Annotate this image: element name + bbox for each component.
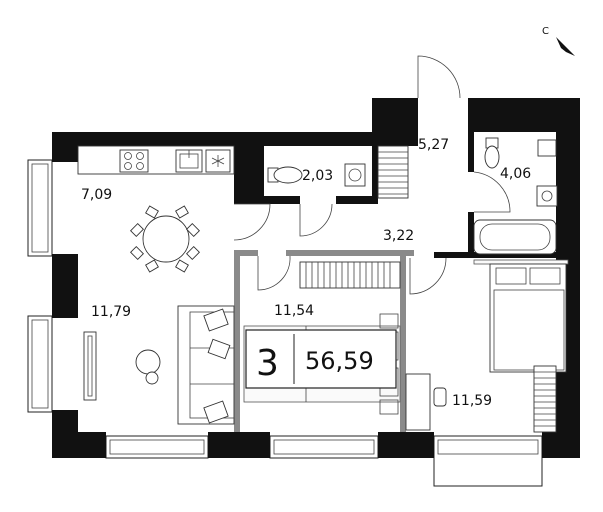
bathtub-icon (473, 219, 557, 255)
sofa-icon (177, 305, 235, 425)
window-bedroom1 (269, 435, 379, 459)
dining-table-icon (129, 205, 201, 273)
desk-icon (405, 373, 447, 431)
room-area-living: 11,79 (91, 304, 131, 320)
kitchen-counter (77, 145, 235, 175)
window-living (27, 315, 53, 413)
room-area-hall: 3,22 (383, 228, 414, 244)
sink-icon (175, 149, 203, 173)
stove-icon (119, 149, 149, 173)
door-swing-icon (233, 55, 511, 295)
apartment-summary: 3 56,59 (245, 329, 397, 389)
lamp-icon (135, 349, 161, 385)
wardrobe-icon (299, 261, 401, 289)
sink-icon (344, 163, 366, 187)
sink-icon (536, 139, 558, 207)
room-labels: 7,09 11,79 2,03 5,27 4,06 3,22 11,54 11,… (81, 137, 531, 409)
radiator-icon (377, 145, 409, 199)
total-area: 56,59 (305, 347, 374, 375)
compass-arrow-icon (556, 37, 575, 56)
toilet-icon (267, 166, 303, 184)
exterior-walls (52, 98, 580, 458)
room-area-wc: 2,03 (302, 168, 333, 184)
room-area-bedroom1: 11,54 (274, 303, 314, 319)
tv-icon (83, 331, 97, 401)
window-living-bottom (105, 435, 209, 459)
compass-label: С (542, 26, 549, 37)
toilet-icon (484, 137, 500, 169)
window-kitchen (27, 159, 53, 257)
room-area-kitchen: 7,09 (81, 187, 112, 203)
fridge-snowflake-icon (205, 149, 231, 173)
room-area-entry: 5,27 (418, 137, 449, 153)
compass: С (542, 26, 575, 56)
interior-walls (234, 132, 556, 432)
summary-box (245, 329, 397, 389)
room-area-bedroom2: 11,59 (452, 393, 492, 409)
window-bedroom2 (433, 435, 543, 487)
bed-icon (473, 259, 569, 373)
room-area-bath: 4,06 (500, 166, 531, 182)
radiator-icon (533, 365, 557, 433)
room-count: 3 (256, 343, 279, 384)
